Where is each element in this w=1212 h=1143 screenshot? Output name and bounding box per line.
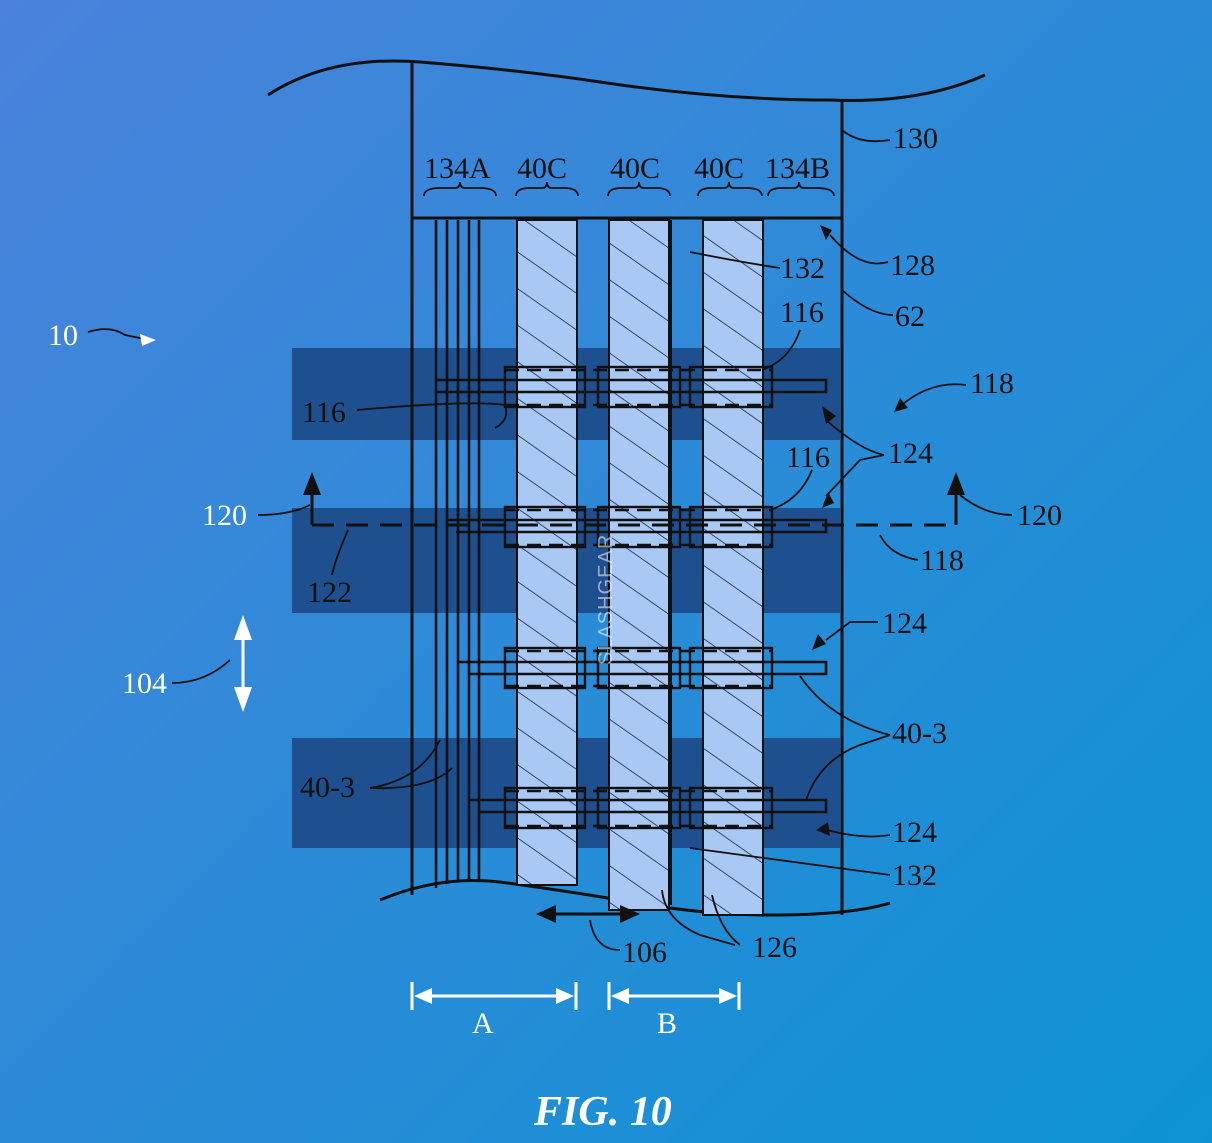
ref-124-a: 124 bbox=[888, 437, 933, 470]
ref-10: 10 bbox=[48, 319, 78, 352]
section-arrow-right bbox=[947, 472, 965, 495]
leader-lines bbox=[87, 129, 1013, 951]
section-arrow-left bbox=[303, 472, 321, 495]
arrowhead-10 bbox=[140, 334, 156, 346]
dim-b-arrow-right bbox=[719, 988, 737, 1004]
dim-b-arrow-left bbox=[611, 988, 629, 1004]
arrowhead-106-right bbox=[620, 905, 640, 923]
label-40c-1: 40C bbox=[517, 152, 567, 185]
ref-116-b: 116 bbox=[786, 441, 830, 474]
arrowhead-104-up bbox=[234, 615, 252, 640]
ref-124-c: 124 bbox=[892, 816, 937, 849]
leader-118 bbox=[897, 383, 967, 409]
fanout-lines-134a bbox=[434, 220, 481, 888]
tft-boxes bbox=[503, 365, 774, 830]
ref-106: 106 bbox=[622, 936, 667, 969]
ref-130: 130 bbox=[893, 122, 938, 155]
ref-124-b: 124 bbox=[882, 607, 927, 640]
label-40c-3: 40C bbox=[694, 152, 744, 185]
arrowhead-106-left bbox=[536, 905, 556, 923]
ref-118-b: 118 bbox=[920, 544, 964, 577]
ref-132-top: 132 bbox=[780, 252, 825, 285]
arrowhead-124-c bbox=[812, 634, 826, 650]
ref-128: 128 bbox=[890, 249, 935, 282]
arrowhead-128 bbox=[820, 225, 832, 240]
ref-40-3-right: 40-3 bbox=[892, 717, 947, 750]
data-column-2 bbox=[608, 219, 670, 911]
dimension-b-label: B bbox=[657, 1007, 677, 1040]
data-column-1 bbox=[516, 219, 578, 886]
dimension-a-label: A bbox=[472, 1007, 494, 1040]
ref-118-a: 118 bbox=[970, 367, 1014, 400]
top-break-line bbox=[267, 59, 986, 102]
figure-caption: FIG. 10 bbox=[533, 1089, 672, 1135]
dim-a-arrow-left bbox=[414, 988, 432, 1004]
arrowhead-124-a bbox=[822, 406, 836, 424]
ref-40-3-left: 40-3 bbox=[300, 771, 355, 804]
ref-120-right: 120 bbox=[1017, 499, 1062, 532]
ref-62: 62 bbox=[895, 300, 925, 333]
ref-126: 126 bbox=[752, 931, 797, 964]
dim-a-arrow-right bbox=[556, 988, 574, 1004]
ref-120-left: 120 bbox=[202, 499, 247, 532]
ref-116-c: 116 bbox=[780, 296, 824, 329]
arrowhead-104-down bbox=[234, 687, 252, 712]
ref-132-bottom: 132 bbox=[892, 859, 937, 892]
header-braces bbox=[423, 181, 835, 197]
dimension-lines bbox=[410, 982, 741, 1010]
ref-122: 122 bbox=[307, 576, 352, 609]
arrowhead-124-b bbox=[822, 492, 834, 508]
label-134b: 134B bbox=[765, 152, 830, 185]
watermark: SLASHGEAR bbox=[595, 534, 617, 665]
label-134a: 134A bbox=[424, 152, 491, 185]
arrowhead-124-d bbox=[816, 822, 830, 836]
ref-116-a: 116 bbox=[302, 396, 346, 429]
ref-104: 104 bbox=[122, 667, 167, 700]
label-40c-2: 40C bbox=[610, 152, 660, 185]
